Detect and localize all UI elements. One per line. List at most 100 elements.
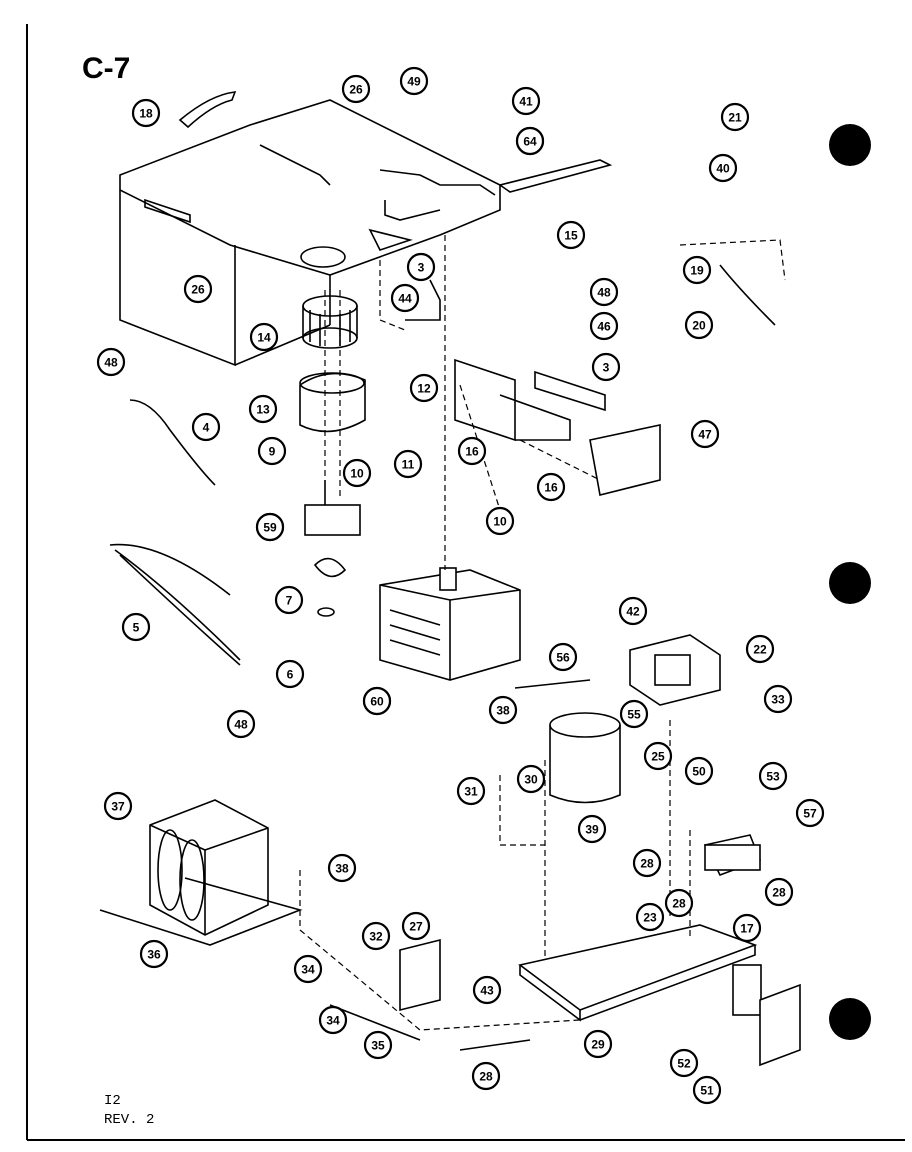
callout-35: 35 — [363, 1030, 393, 1060]
callout-38: 38 — [488, 695, 518, 725]
callout-balloon — [457, 436, 487, 466]
fan-motor — [304, 480, 361, 617]
callout-number: 31 — [464, 785, 478, 799]
callout-18: 18 — [131, 98, 161, 128]
callout-37: 37 — [103, 791, 133, 821]
callout-10: 10 — [485, 506, 515, 536]
callout-16: 16 — [536, 472, 566, 502]
callout-64: 64 — [515, 126, 545, 156]
callout-balloon — [684, 756, 714, 786]
callout-32: 32 — [361, 921, 391, 951]
capacitor — [514, 679, 621, 804]
callout-10: 10 — [342, 458, 372, 488]
callout-balloon — [684, 310, 714, 340]
callout-number: 17 — [740, 922, 754, 936]
callout-13: 13 — [248, 394, 278, 424]
bracket-34 — [399, 938, 441, 1012]
callout-number: 20 — [692, 319, 706, 333]
callout-balloon — [635, 902, 665, 932]
callout-number: 40 — [716, 162, 730, 176]
callout-3: 3 — [406, 252, 436, 282]
callout-number: 26 — [191, 283, 205, 297]
mounting-brackets — [454, 358, 661, 496]
page-code: C-7 — [82, 52, 131, 85]
callout-34: 34 — [293, 954, 323, 984]
callout-balloon — [341, 74, 371, 104]
callout-number: 3 — [418, 261, 425, 275]
callout-balloon — [583, 1029, 613, 1059]
callout-27: 27 — [401, 911, 431, 941]
callout-number: 50 — [692, 765, 706, 779]
callout-59: 59 — [255, 512, 285, 542]
callout-balloon — [690, 419, 720, 449]
callout-balloon — [763, 684, 793, 714]
callout-number: 38 — [496, 704, 510, 718]
callout-28: 28 — [664, 888, 694, 918]
high-voltage-transformer — [99, 799, 303, 946]
callout-47: 47 — [690, 419, 720, 449]
callout-balloon — [732, 913, 762, 943]
callout-39: 39 — [577, 814, 607, 844]
callout-43: 43 — [472, 975, 502, 1005]
callout-number: 28 — [640, 857, 654, 871]
callout-19: 19 — [682, 255, 712, 285]
callout-number: 34 — [326, 1014, 340, 1028]
footer-revision: REV. 2 — [104, 1112, 155, 1128]
callout-balloon — [255, 512, 285, 542]
callout-number: 49 — [407, 75, 421, 89]
callout-number: 5 — [133, 621, 140, 635]
callout-balloon — [516, 764, 546, 794]
callout-number: 29 — [591, 1038, 605, 1052]
callout-balloon — [485, 506, 515, 536]
callout-number: 3 — [603, 361, 610, 375]
callout-53: 53 — [758, 761, 788, 791]
callout-34: 34 — [318, 1005, 348, 1035]
callout-52: 52 — [669, 1048, 699, 1078]
callout-balloon — [536, 472, 566, 502]
callout-balloon — [191, 412, 221, 442]
callout-balloon — [399, 66, 429, 96]
callout-number: 51 — [700, 1084, 714, 1098]
callout-balloon — [471, 1061, 501, 1091]
callout-balloon — [472, 975, 502, 1005]
callout-number: 32 — [369, 930, 383, 944]
callout-balloon — [577, 814, 607, 844]
callout-number: 57 — [803, 807, 817, 821]
callout-balloon — [363, 1030, 393, 1060]
callout-26: 26 — [341, 74, 371, 104]
callout-20: 20 — [684, 310, 714, 340]
callout-number: 35 — [371, 1039, 385, 1053]
blower-housing — [299, 372, 366, 433]
exploded-view-drawing — [99, 91, 801, 1067]
callout-number: 18 — [139, 107, 153, 121]
callout-number: 28 — [772, 886, 786, 900]
callout-3: 3 — [591, 352, 621, 382]
callout-balloon — [361, 921, 391, 951]
callout-36: 36 — [139, 939, 169, 969]
callout-number: 10 — [493, 515, 507, 529]
callout-14: 14 — [249, 322, 279, 352]
callout-number: 46 — [597, 320, 611, 334]
callout-number: 41 — [519, 95, 533, 109]
callout-balloon — [362, 686, 392, 716]
binder-hole-bottom — [829, 998, 871, 1040]
callout-7: 7 — [274, 585, 304, 615]
base-plate — [518, 924, 758, 1022]
callout-12: 12 — [409, 373, 439, 403]
callout-balloon — [556, 220, 586, 250]
callout-44: 44 — [390, 283, 420, 313]
callout-balloon — [390, 283, 420, 313]
callout-balloon — [720, 102, 750, 132]
callout-number: 60 — [370, 695, 384, 709]
callout-balloon — [758, 761, 788, 791]
callout-15: 15 — [556, 220, 586, 250]
callout-balloon — [618, 596, 648, 626]
callout-balloon — [103, 791, 133, 821]
callout-number: 25 — [651, 750, 665, 764]
callout-number: 16 — [465, 445, 479, 459]
callout-balloon — [257, 436, 287, 466]
callout-6: 6 — [275, 659, 305, 689]
callout-number: 36 — [147, 948, 161, 962]
callout-48: 48 — [96, 347, 126, 377]
